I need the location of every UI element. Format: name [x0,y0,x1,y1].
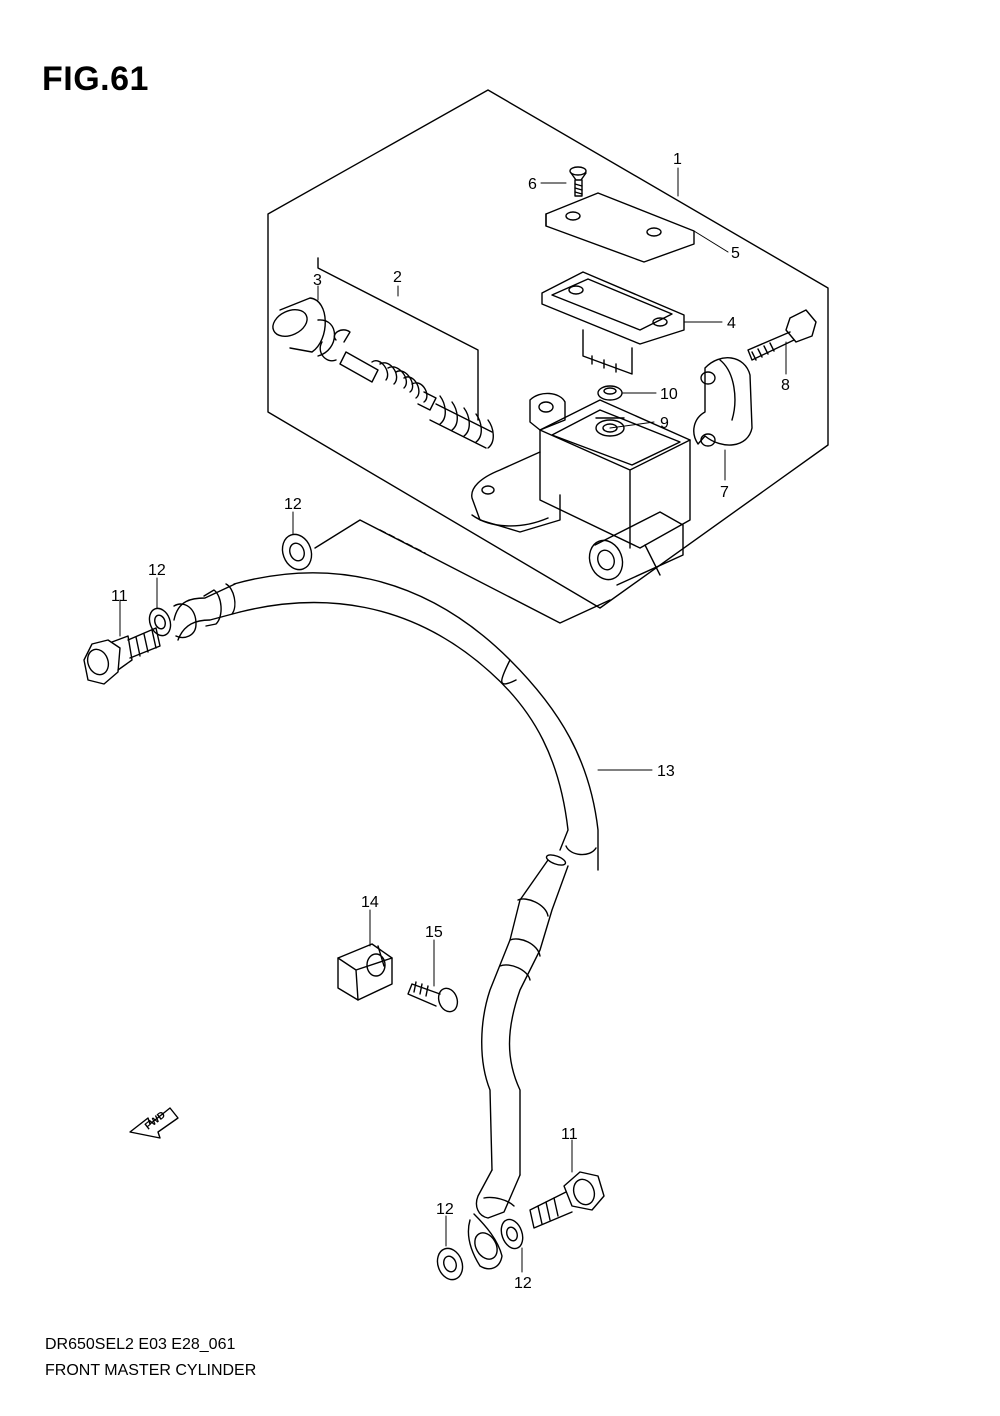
master-cylinder-body [471,392,691,586]
figure-title: FIG.61 [42,60,149,98]
callout-15: 15 [425,924,443,941]
callout-12-bottom-right: 12 [514,1275,532,1292]
callout-5: 5 [731,245,740,262]
crush-washer-left [148,607,172,637]
brake-hose [173,572,599,1270]
callout-9: 9 [660,415,669,432]
cap-screw [569,166,587,197]
callout-12-left: 12 [148,562,166,579]
piston-kit-bracket [317,257,479,421]
reservoir-cap [545,192,695,263]
banjo-bolt-left [83,627,161,685]
callout-2: 2 [393,269,402,286]
clamp-screw [407,981,459,1013]
reservoir-washer [597,385,623,401]
crush-washer-bottom-left [436,1247,464,1281]
callout-4: 4 [727,315,736,332]
piston-assembly [319,329,494,449]
hose-clamp [337,943,393,1001]
dust-boot [272,297,335,357]
crush-washer-top [281,533,313,571]
assembly-outline [267,89,829,609]
fwd-arrow-icon: FWD [129,1107,179,1139]
callout-11-left: 11 [111,588,128,605]
banjo-bolt-bottom [529,1171,605,1229]
callout-12-bottom-left: 12 [436,1201,454,1218]
clamp-bolt [747,309,817,361]
guide-bracket [314,519,611,624]
callout-13: 13 [657,763,675,780]
model-code: DR650SEL2 E03 E28_061 [45,1336,236,1353]
callout-7: 7 [720,484,729,501]
handlebar-clamp [693,357,753,447]
callout-8: 8 [781,377,790,394]
crush-washer-bottom-right [500,1218,524,1250]
leader-lines [119,167,787,1273]
callout-14: 14 [361,894,379,911]
callout-3: 3 [313,272,322,289]
callout-6: 6 [528,176,537,193]
figure-name: FRONT MASTER CYLINDER [45,1362,257,1379]
callout-labels: 1 2 3 4 5 6 7 8 9 10 11 11 12 12 12 12 1… [111,151,790,1292]
callout-12-top: 12 [284,496,302,513]
callout-11-bottom: 11 [561,1126,578,1143]
callout-10: 10 [660,386,678,403]
diaphragm-plate [541,271,685,375]
callout-1: 1 [673,151,682,168]
